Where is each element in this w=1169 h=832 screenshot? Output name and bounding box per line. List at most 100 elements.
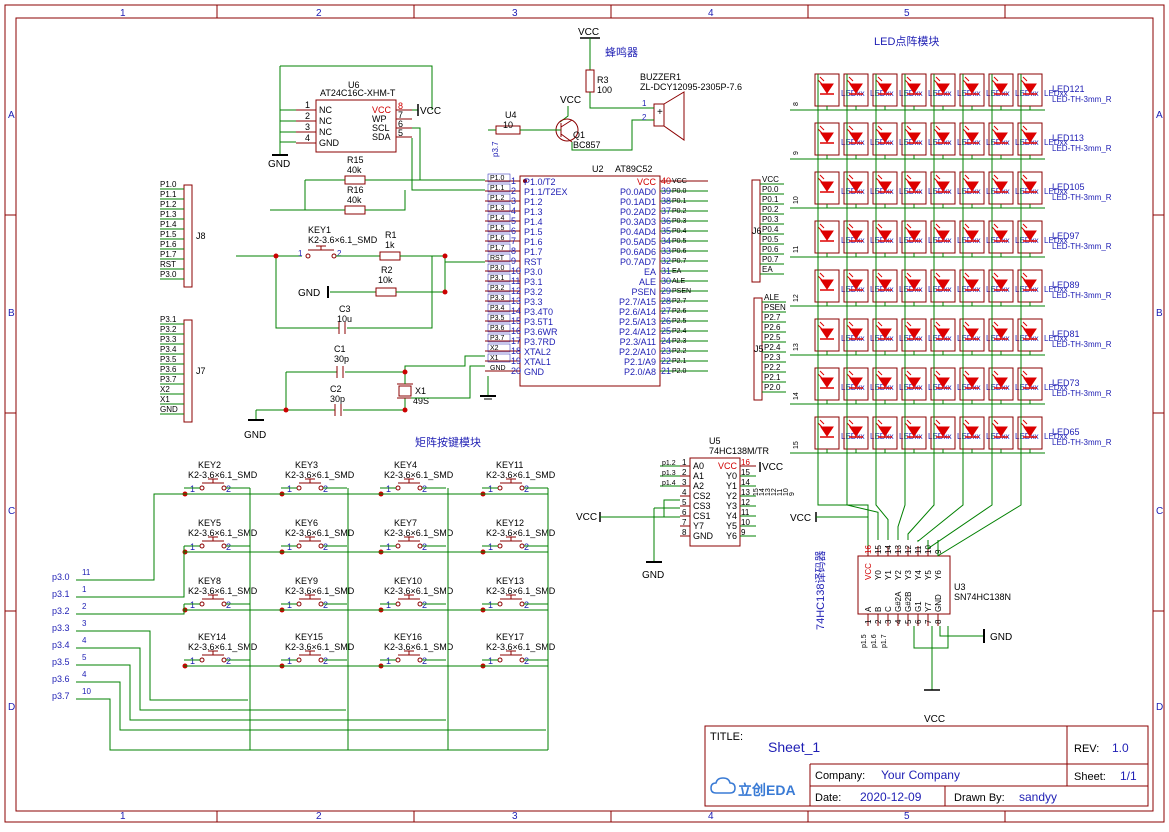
key-part: K2-3.6×6.1_SMD [486,586,556,596]
connector-body [183,184,193,288]
key-part: K2-3.6×6.1_SMD [285,586,355,596]
row-label-d: D [8,702,15,713]
u3-pin-name: Y0 [874,570,883,580]
key-contact [296,543,302,549]
u2-pin-name: XTAL2 [524,347,551,357]
led-diode-icon [820,83,834,94]
key-pin1: 1 [488,600,493,610]
key-part: K2-3.6×6.1_SMD [285,470,355,480]
r3-ref: R3 [597,75,609,85]
connector-net-label: P0.3 [762,215,779,224]
led-ref-overlap: LEDxx [1044,432,1068,441]
u2-pin-name: P2.3/A11 [620,337,656,347]
key-part: K2-3.6×6.1_SMD [384,642,454,652]
led-emission-arrow [904,174,912,183]
u2-pin-number: 14 [511,306,521,316]
u2-pin-name: P1.3 [524,207,543,217]
col-label-5: 5 [904,8,910,19]
col-label-4-bottom: 4 [708,811,714,822]
led-part-label: LED-TH-3mm_R [1052,438,1112,447]
u2-net-flag [487,223,511,233]
u3-pin-name: A [864,606,873,612]
u2-pin-number: 38 [661,196,671,206]
connector-net-label: P1.7 [160,250,177,259]
connector-net-label: VCC [762,175,779,184]
u2-pin-number: 6 [511,226,516,236]
u2-pin-number: 31 [661,266,671,276]
led-emission-arrow [875,321,883,330]
u5-pin-number: 16 [741,458,750,467]
key1-ref: KEY1 [308,225,331,235]
led-row-label: LED73 [1052,378,1080,388]
led-diode-icon [820,230,834,241]
u5-pin-number: 8 [682,528,687,537]
u2-pin-name: P3.0 [524,267,543,277]
connector-net-label: P0.1 [762,195,779,204]
led-emission-arrow [1020,272,1028,281]
key-contact [497,657,503,663]
led-emission-arrow [962,125,970,134]
key-contact [497,601,503,607]
key-pin1: 1 [190,542,195,552]
connector-net-label: P0.4 [762,225,779,234]
keypad-net-label: p3.0 [52,572,70,582]
u2-pin-name: ALE [639,277,656,287]
u3-pin-number: 1 [864,619,873,624]
u2-pin-name: PSEN [631,287,656,297]
u3-pin-name: VCC [864,563,873,580]
led-diode-icon [878,328,892,339]
led-emission-arrow [1020,223,1028,232]
key-contact [296,485,302,491]
keypad-net-label: p3.6 [52,674,70,684]
led-diode-icon [1023,83,1037,94]
u5-pin-name: CS2 [693,491,711,501]
u2-net-label: X2 [490,345,499,352]
led-emission-arrow [846,272,854,281]
u3-pin-name: Y3 [904,570,913,580]
u5-pin-name: Y6 [726,531,737,541]
led-diode-icon [994,279,1008,290]
key-pin1: 1 [287,484,292,494]
key-ref: KEY2 [198,460,221,470]
u2-net-label: P0.5 [672,238,687,245]
u2-pin-number: 13 [511,296,521,306]
led-row-label: LED97 [1052,231,1080,241]
key-pin1: 1 [386,542,391,552]
led-emission-arrow [991,321,999,330]
key-actuator [500,594,522,600]
u2-net-flag [487,253,511,263]
key-pin1: 1 [287,542,292,552]
r1-value: 1k [385,240,395,250]
u2-pin-name: P1.0/T2 [524,177,556,187]
u2-net-label: P0.7 [672,258,687,265]
u5-pin-number: 6 [682,508,687,517]
u2-pin-name: P0.4AD4 [620,227,656,237]
connector-net-label: EA [762,265,773,274]
u2-pin-number: 24 [661,336,671,346]
key-contact [497,485,503,491]
u2-net-label: P1.6 [490,235,505,242]
u5-pin-number: 5 [682,498,687,507]
led-diode-icon [878,132,892,143]
u3-decoder: U3 SN74HC138N 16VCC15Y014Y113Y212Y311Y41… [790,512,1012,725]
key-actuator [299,594,321,600]
col-label-5-bottom: 5 [904,811,910,822]
key-ref: KEY10 [394,576,422,586]
u3-pin-number: 11 [914,545,923,554]
led-diode-icon [936,230,950,241]
connector-net-label: P1.2 [160,200,177,209]
u5-pin-number: 4 [682,488,687,497]
led-emission-arrow [933,76,941,85]
led-ref-overlap: LEDxx [1044,334,1068,343]
key-actuator [202,650,224,656]
led-ref-overlap: LEDxx [1044,187,1068,196]
led-emission-arrow [904,223,912,232]
key-actuator [202,594,224,600]
u5-pin-number: 1 [682,458,687,467]
u2-net-flag [487,283,511,293]
c2-value: 30p [330,394,345,404]
led-emission-arrow [991,272,999,281]
